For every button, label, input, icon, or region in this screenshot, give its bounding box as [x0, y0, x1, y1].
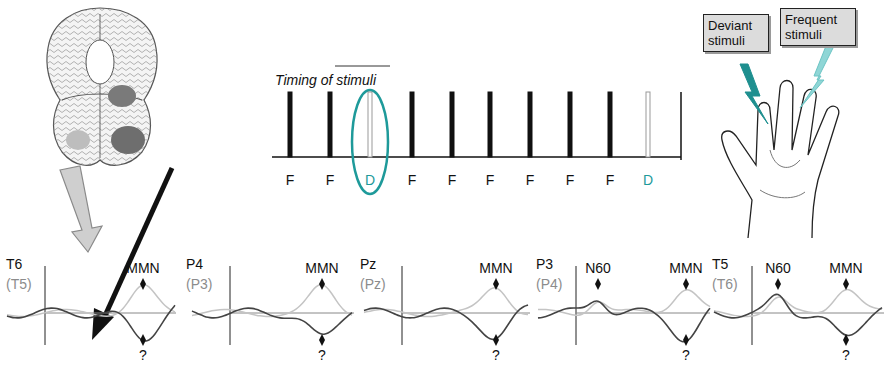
deviant-waveform — [364, 305, 528, 339]
peak-marker — [319, 278, 325, 290]
deviant-waveform — [192, 308, 352, 334]
frequent-waveform — [7, 285, 175, 317]
stimulus-bar — [608, 92, 612, 157]
stimulus-bar — [568, 92, 572, 157]
peak-label: MMN — [126, 260, 159, 276]
peak-label: MMN — [479, 260, 512, 276]
frequent-waveform — [364, 288, 528, 317]
peak-marker — [843, 278, 849, 290]
channel-label: Pz — [360, 256, 376, 272]
peak-marker — [775, 278, 781, 290]
peak-marker — [319, 334, 325, 346]
waveforms — [7, 266, 884, 346]
hand — [722, 81, 839, 239]
peak-marker — [683, 334, 689, 346]
erp-panel — [192, 266, 354, 346]
frequent-waveform — [538, 290, 710, 315]
unknown-marker: ? — [842, 347, 850, 363]
erp-panel — [7, 266, 176, 346]
stimulus-letter: F — [408, 172, 417, 188]
stimulus-letter: F — [526, 172, 535, 188]
unknown-marker: ? — [492, 347, 500, 363]
peak-marker — [140, 278, 146, 290]
peak-label: MMN — [669, 260, 702, 276]
peak-label: N60 — [765, 260, 791, 276]
stimulus-box: Frequent stimuli — [780, 8, 856, 46]
comparison-channel: (Pz) — [360, 276, 386, 292]
comparison-channel: (T6) — [712, 276, 738, 292]
box-text: Frequent stimuli — [785, 12, 851, 42]
channel-label: T5 — [712, 256, 728, 272]
comparison-channel: (P4) — [536, 276, 562, 292]
axis-title: Timing of stimuli — [275, 72, 376, 88]
peak-marker — [493, 278, 499, 290]
erp-panel — [364, 266, 530, 346]
stimulus-letter: D — [365, 172, 375, 188]
stimulus-letter: F — [566, 172, 575, 188]
peak-label: MMN — [305, 260, 338, 276]
channel-label: T6 — [6, 256, 22, 272]
stimulus-letter: D — [643, 172, 653, 188]
brain-slice — [47, 8, 157, 165]
frequent-waveform — [192, 285, 352, 317]
stimulus-letter: F — [486, 172, 495, 188]
stimulus-bar — [528, 92, 532, 157]
stimulus-letter: F — [286, 172, 295, 188]
peak-marker — [595, 278, 601, 290]
channel-label: P3 — [536, 256, 553, 272]
erp-panel — [714, 266, 884, 346]
channel-label: P4 — [186, 256, 203, 272]
stimulus-bars — [288, 92, 650, 157]
deviant-bolt — [740, 64, 768, 124]
peak-marker — [493, 334, 499, 346]
unknown-marker: ? — [139, 347, 147, 363]
peak-marker — [843, 334, 849, 346]
peak-marker — [140, 334, 146, 346]
peak-label: N60 — [585, 260, 611, 276]
stimulus-letter: F — [326, 172, 335, 188]
stimulus-bar — [410, 92, 414, 157]
comparison-channel: (T5) — [6, 276, 32, 292]
stimulus-bar — [368, 92, 372, 157]
stimulus-bar — [450, 92, 454, 157]
stimulus-bar — [488, 92, 492, 157]
frequent-waveform — [714, 290, 882, 317]
stimulus-bar — [328, 92, 332, 157]
peak-label: MMN — [829, 260, 862, 276]
peak-marker — [683, 278, 689, 290]
deviant-waveform — [714, 294, 882, 335]
frequent-bolt — [800, 46, 834, 108]
stimulus-letter: F — [606, 172, 615, 188]
box-text: Deviant stimuli — [708, 18, 764, 48]
unknown-marker: ? — [318, 347, 326, 363]
deviant-waveform — [538, 301, 710, 342]
stimulus-box: Deviant stimuli — [703, 14, 769, 52]
stimulus-letter: F — [448, 172, 457, 188]
erp-panel — [538, 266, 710, 346]
timing-axis — [272, 66, 681, 194]
grey-arrow — [60, 166, 102, 252]
black-arrow — [92, 168, 172, 340]
stimulus-bar — [646, 92, 650, 157]
unknown-marker: ? — [682, 347, 690, 363]
stimulus-bar — [288, 92, 292, 157]
comparison-channel: (P3) — [186, 276, 212, 292]
deviant-waveform — [7, 305, 175, 341]
